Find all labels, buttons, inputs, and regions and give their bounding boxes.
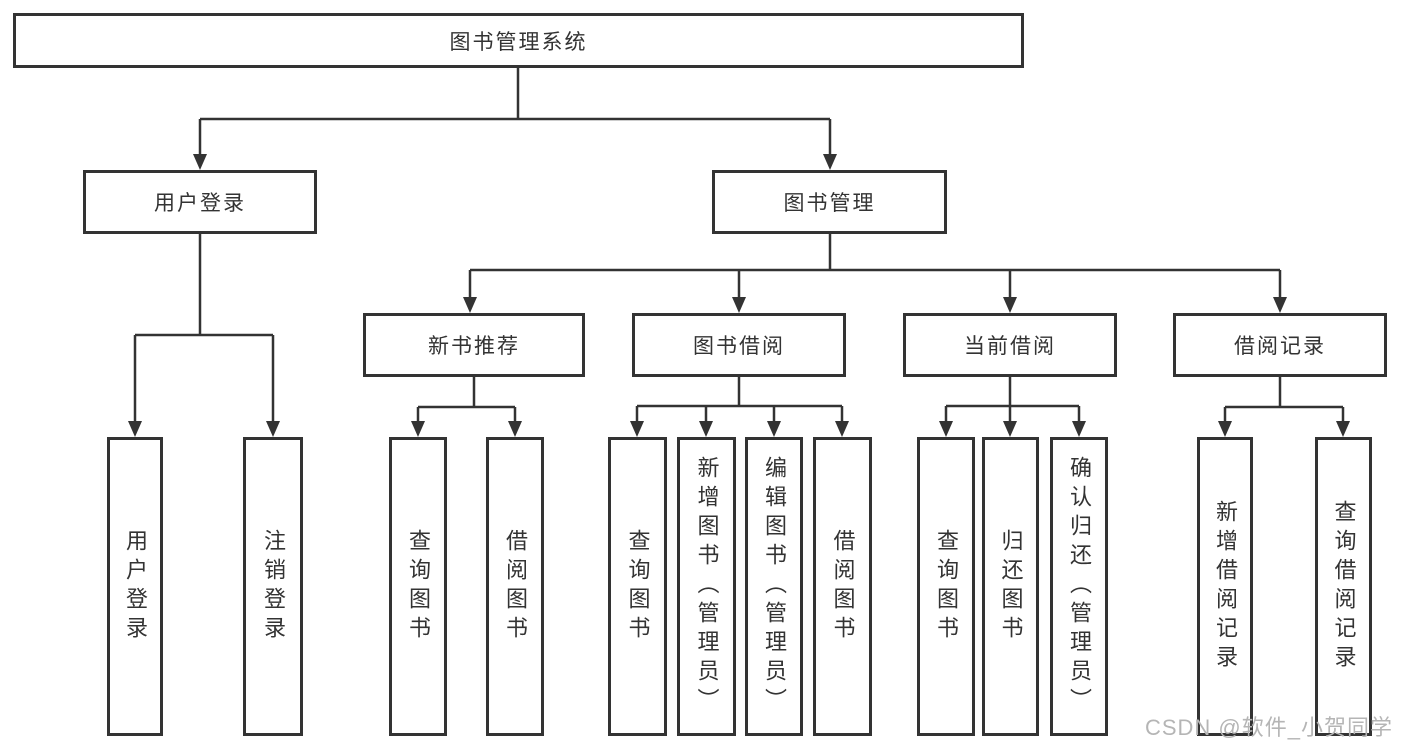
node-book-management: 图书管理 (712, 170, 947, 234)
leaf-records-add-borrow-record: 新增借阅记录 (1197, 437, 1253, 736)
leaf-newbook-borrow-books: 借阅图书 (486, 437, 544, 736)
node-current-borrow: 当前借阅 (903, 313, 1117, 377)
leaf-label: 确认归还（管理员） (1067, 456, 1092, 717)
leaf-label: 借阅图书 (503, 528, 528, 645)
leaf-label: 查询借阅记录 (1331, 499, 1357, 674)
leaf-label: 新增借阅记录 (1213, 499, 1238, 674)
leaf-records-query-borrow-record: 查询借阅记录 (1315, 437, 1372, 736)
leaf-logout: 注销登录 (243, 437, 303, 736)
node-borrow-records: 借阅记录 (1173, 313, 1387, 377)
leaf-borrow-edit-books-admin: 编辑图书（管理员） (745, 437, 803, 736)
leaf-user-login: 用户登录 (107, 437, 163, 736)
leaf-label: 新增图书（管理员） (694, 456, 720, 717)
leaf-label: 查询图书 (406, 528, 431, 645)
leaf-label: 查询图书 (934, 528, 959, 645)
leaf-borrow-query-books: 查询图书 (608, 437, 667, 736)
leaf-label: 编辑图书（管理员） (762, 456, 787, 717)
leaf-label: 用户登录 (123, 528, 148, 645)
csdn-watermark: CSDN @软件_小贺同学 (1144, 715, 1393, 740)
leaf-label: 查询图书 (625, 528, 651, 645)
leaf-label: 注销登录 (261, 528, 286, 645)
leaf-current-return-books: 归还图书 (982, 437, 1039, 736)
leaf-newbook-query-books: 查询图书 (389, 437, 447, 736)
leaf-label: 归还图书 (998, 528, 1024, 645)
connector-path (133, 68, 1345, 423)
node-user-login: 用户登录 (83, 170, 317, 234)
node-new-book-recommend: 新书推荐 (363, 313, 585, 377)
node-root-system: 图书管理系统 (13, 13, 1024, 68)
node-book-borrow: 图书借阅 (632, 313, 846, 377)
leaf-label: 借阅图书 (830, 528, 856, 645)
leaf-borrow-borrow-books: 借阅图书 (813, 437, 872, 736)
leaf-current-query-books: 查询图书 (917, 437, 975, 736)
arrowhead-group (128, 154, 1350, 437)
leaf-current-confirm-return-admin: 确认归还（管理员） (1050, 437, 1108, 736)
leaf-borrow-add-books-admin: 新增图书（管理员） (677, 437, 736, 736)
